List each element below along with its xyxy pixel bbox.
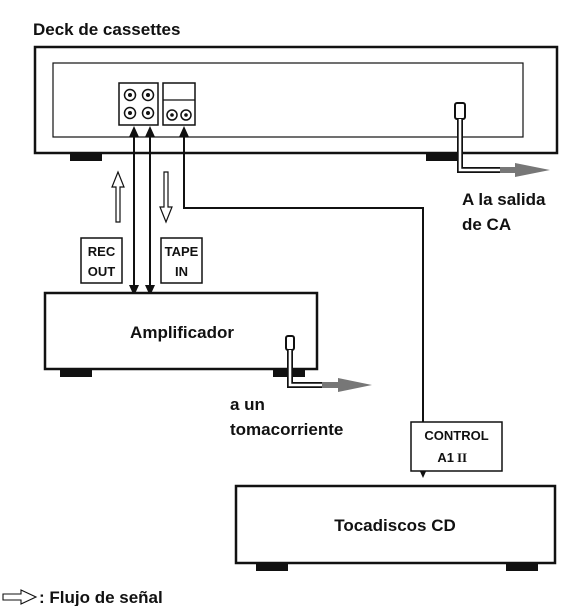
signal-up-arrow-icon — [111, 170, 125, 223]
deck-title: Deck de cassettes — [33, 20, 180, 39]
rca-jack-icon — [123, 88, 137, 102]
tape-in-cable — [145, 126, 155, 296]
amplifier: Amplificador — [43, 291, 319, 377]
cassette-deck — [33, 45, 559, 161]
tape-in-label-line2: IN — [175, 264, 188, 279]
rca-jack-icon — [141, 106, 155, 120]
deck-outlet-arrow-icon — [515, 163, 550, 177]
legend: : Flujo de señal — [2, 588, 163, 606]
rec-out-label-box: REC OUT — [80, 237, 123, 284]
signal-down-arrow-icon — [159, 171, 173, 224]
legend-label: : Flujo de señal — [39, 588, 163, 606]
control-label-line1: CONTROL — [424, 428, 488, 443]
cd-player-body — [234, 484, 557, 565]
amp-outlet-label-line1: a un — [230, 395, 265, 414]
legend-signal-arrow-icon — [2, 589, 38, 605]
deck-foot-left — [70, 153, 102, 161]
control-jack-icon — [180, 109, 192, 121]
amplifier-outlet-arrow-icon — [338, 378, 372, 392]
amp-outlet-label-line2: tomacorriente — [230, 420, 343, 439]
rec-tape-jack-panel — [118, 82, 159, 126]
rca-jack-icon — [123, 106, 137, 120]
ac-outlet-label-line2: de CA — [462, 215, 511, 234]
rec-out-label-line2: OUT — [88, 264, 116, 279]
rec-out-cable — [129, 126, 139, 296]
cd-player-label: Tocadiscos CD — [334, 516, 456, 535]
rca-jack-icon — [141, 88, 155, 102]
deck-foot-right — [426, 153, 458, 161]
rec-out-label-line1: REC — [88, 244, 116, 259]
deck-power-plug-icon — [454, 102, 466, 120]
tape-in-label-line1: TAPE — [165, 244, 199, 259]
control-label-suffix: II — [457, 450, 467, 465]
deck-inner-panel — [52, 62, 524, 138]
amplifier-body — [43, 291, 319, 371]
amplifier-label: Amplificador — [130, 323, 234, 342]
tape-in-label-box: TAPE IN — [160, 237, 203, 284]
control-jack-icon — [166, 109, 178, 121]
cd-player: Tocadiscos CD — [234, 484, 557, 571]
control-label-line2: A1 — [437, 450, 454, 465]
ac-outlet-label-line1: A la salida — [462, 190, 546, 209]
control-a1-label-box: CONTROL A1 II — [410, 421, 503, 472]
amplifier-power-plug-icon — [285, 335, 295, 351]
control-jack-panel — [162, 82, 196, 126]
